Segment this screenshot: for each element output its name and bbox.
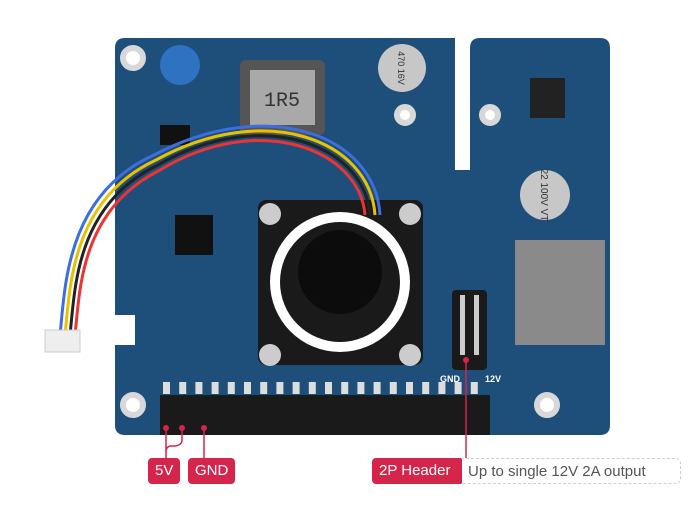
svg-text:GND: GND (440, 374, 461, 384)
callout-lines (165, 360, 467, 458)
gpio-pin (260, 382, 268, 394)
gpio-pin (470, 382, 478, 394)
gpio-pin (373, 382, 381, 394)
gpio-pin (227, 382, 235, 394)
gpio-pin (422, 382, 430, 394)
transformer (515, 240, 605, 345)
gpio-pin (179, 382, 187, 394)
fan-cable (73, 139, 367, 336)
gpio-pin (163, 382, 170, 394)
chip (175, 215, 213, 255)
capacitor-blue (160, 45, 200, 85)
pin-header-small (530, 78, 565, 118)
gpio-pin (454, 382, 462, 394)
svg-text:22 100V VT: 22 100V VT (538, 169, 549, 222)
gpio-pin (325, 382, 332, 394)
gpio-pin (357, 382, 365, 394)
callout-2p-description: Up to single 12V 2A output (461, 458, 681, 484)
inductor: 1R5 (240, 60, 325, 135)
fan-connector (44, 329, 81, 353)
fan (258, 200, 423, 366)
gpio-header (160, 382, 490, 435)
chip (160, 125, 190, 145)
svg-text:12V: 12V (485, 374, 501, 384)
callout-5v: 5V (148, 458, 181, 484)
callout-2p-header: 2P Header (372, 458, 462, 484)
svg-text:1R5: 1R5 (264, 90, 300, 113)
gpio-pin (308, 382, 316, 394)
gpio-pin (195, 382, 203, 394)
gpio-pin (211, 382, 219, 394)
gpio-pin (389, 382, 397, 394)
capacitor-small: 470 16V (378, 44, 426, 92)
gpio-pin (406, 382, 413, 394)
mounting-holes (120, 45, 560, 418)
gpio-pin (276, 382, 284, 394)
gpio-pin (244, 382, 251, 394)
gpio-pin (438, 382, 446, 394)
2p-header: GND 12V (440, 290, 501, 384)
gpio-pin (292, 382, 300, 394)
callout-gnd: GND (188, 458, 236, 484)
capacitor-large: 22 100V VT (520, 169, 570, 222)
svg-text:470 16V: 470 16V (396, 51, 406, 85)
gpio-pin (341, 382, 349, 394)
